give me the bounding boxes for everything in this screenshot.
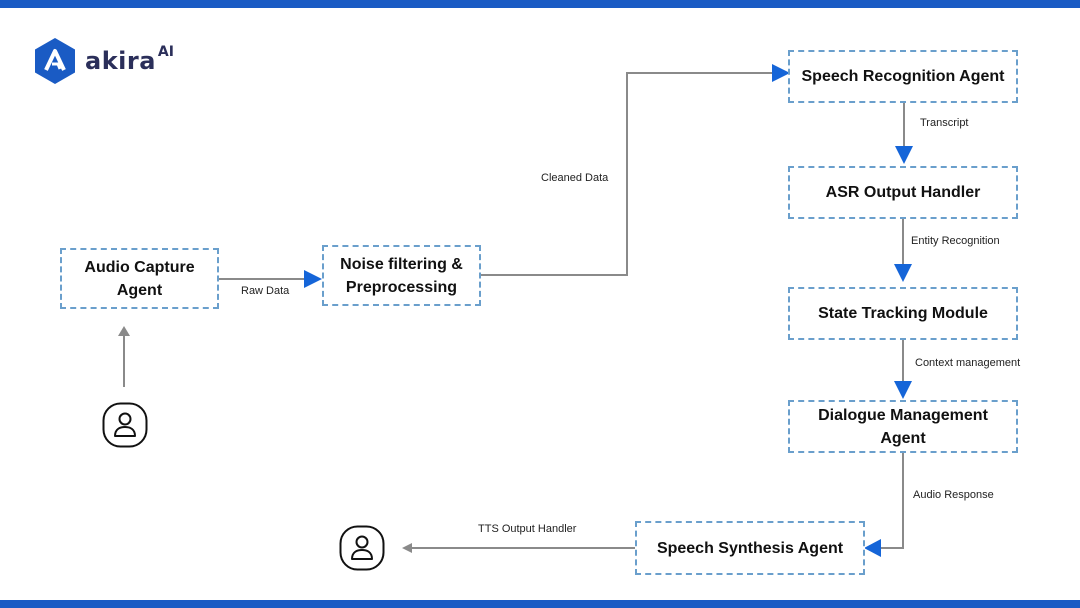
arrowhead-right: [772, 64, 790, 82]
node-dialogue-management: Dialogue Management Agent: [788, 400, 1018, 453]
edge-label-transcript: Transcript: [920, 117, 969, 129]
arrowhead-left: [864, 539, 881, 557]
edge-label-entity-recognition: Entity Recognition: [911, 235, 1000, 247]
arrowhead-down: [894, 264, 912, 282]
brand-logo: akira AI: [33, 37, 174, 85]
user-input-icon: [102, 402, 148, 448]
arrowhead-up: [118, 326, 130, 336]
arrowhead-left: [402, 543, 412, 553]
arrowhead-down: [894, 381, 912, 399]
edge-label-tts-output: TTS Output Handler: [478, 523, 577, 535]
node-noise-filtering: Noise filtering & Preprocessing: [322, 245, 481, 306]
bottom-accent-bar: [0, 600, 1080, 608]
arrowhead-right: [304, 270, 322, 288]
arrowhead-down: [895, 146, 913, 164]
edge-label-raw-data: Raw Data: [241, 285, 290, 297]
edge-label-cleaned-data: Cleaned Data: [541, 172, 609, 184]
node-state-tracking: State Tracking Module: [788, 287, 1018, 340]
top-accent-bar: [0, 0, 1080, 8]
node-audio-capture: Audio Capture Agent: [60, 248, 219, 309]
connector-cleaned-data: [480, 72, 774, 276]
user-output-icon: [339, 525, 385, 571]
brand-suffix: AI: [157, 44, 174, 60]
brand-name: akira: [85, 47, 156, 75]
edge-label-context-management: Context management: [915, 357, 1021, 369]
connector-audio-response: [880, 452, 904, 549]
edge-label-audio-response: Audio Response: [913, 489, 994, 501]
node-speech-synthesis: Speech Synthesis Agent: [635, 521, 865, 575]
node-asr-output: ASR Output Handler: [788, 166, 1018, 219]
node-speech-recognition: Speech Recognition Agent: [788, 50, 1018, 103]
akira-logo-icon: [35, 38, 75, 84]
